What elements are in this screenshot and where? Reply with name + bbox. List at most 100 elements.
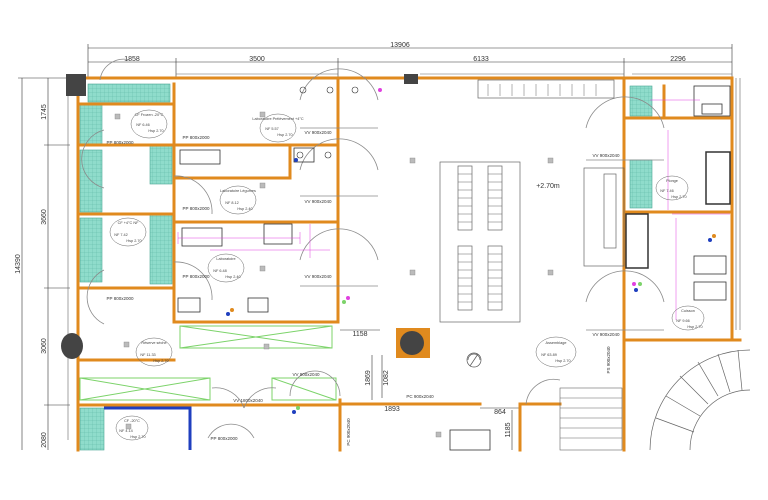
dim-top-1: 1858 — [124, 56, 140, 63]
svg-text:NF 9.66: NF 9.66 — [676, 319, 690, 323]
dim-864: 864 — [494, 409, 506, 416]
svg-text:Hsp 2.70: Hsp 2.70 — [277, 133, 292, 137]
dim-1158: 1158 — [352, 331, 367, 338]
label-pp-3: PP 800x2000 — [183, 206, 210, 211]
dimension-lines — [18, 44, 733, 450]
stair-rect — [559, 387, 623, 451]
detectors — [114, 111, 554, 438]
spiral-staircase — [649, 349, 751, 451]
svg-text:Laboratoire Prélèvement +4°C: Laboratoire Prélèvement +4°C — [252, 117, 303, 121]
svg-text:CF +4°C NF: CF +4°C NF — [118, 221, 140, 225]
svg-text:Réserve sèche: Réserve sèche — [141, 341, 166, 345]
worktop-green-3 — [271, 377, 337, 401]
blue-walls — [104, 406, 192, 450]
sink-unit — [693, 85, 731, 117]
room-label-assemblage: Assemblage NF 63.89 Hsp 2.70 — [535, 336, 577, 368]
dim-1082: 1082 — [383, 370, 390, 386]
cold-panel-4 — [149, 145, 173, 185]
svg-text:Hsp 2.70: Hsp 2.70 — [130, 435, 145, 439]
room-label-lab-1: Laboratoire Prélèvement +4°C NF 5.57 Hsp… — [252, 113, 304, 143]
label-pp-5: PP 800x2000 — [183, 274, 210, 279]
dim-left-2: 3660 — [41, 209, 48, 225]
door-swing-2 — [299, 138, 379, 171]
door-swing-13 — [207, 423, 255, 439]
door-swing-15 — [525, 378, 561, 405]
door-swing-9 — [173, 261, 213, 301]
dim-top-total: 13906 — [390, 42, 410, 49]
lab-machine — [263, 223, 293, 245]
door-swing-3 — [299, 228, 379, 261]
label-pc-1: PC 900x2040 — [406, 394, 434, 399]
cold-panel-3 — [79, 217, 103, 283]
lab-sink-1 — [177, 297, 201, 313]
worktops — [79, 325, 337, 401]
label-vv-1: VV 900x2040 — [304, 130, 332, 135]
stair-inner-arc — [689, 389, 751, 451]
label-vv-5: VV 900x2040 — [592, 332, 620, 337]
cold-panel-6 — [629, 85, 653, 117]
label-vv-2: VV 900x2040 — [304, 199, 332, 204]
central-tables — [439, 79, 625, 323]
lab-counter-1 — [179, 149, 221, 165]
door-swing-6 — [81, 129, 105, 189]
cold-panel-5 — [149, 213, 173, 285]
bottom-cabinet — [449, 429, 491, 451]
door-swing-10 — [211, 387, 245, 409]
svg-text:Hsp 2.70: Hsp 2.70 — [555, 359, 570, 363]
label-height-note: +2.70m — [536, 183, 560, 190]
dim-1893: 1893 — [384, 406, 400, 413]
label-pp-6: PP 800x2000 — [211, 436, 238, 441]
door-swing-7 — [86, 269, 105, 325]
door-swing-5 — [585, 270, 665, 303]
dim-1185: 1185 — [505, 422, 512, 437]
label-vv-3: VV 900x2040 — [304, 274, 332, 279]
side-counter — [583, 167, 625, 267]
svg-text:Plonge: Plonge — [666, 179, 678, 183]
lab-counter-2 — [293, 147, 315, 163]
cold-panel-8 — [79, 407, 105, 451]
cold-room-panels — [79, 83, 653, 451]
dim-left-4: 2080 — [41, 432, 48, 448]
svg-text:Hsp 2.40: Hsp 2.40 — [237, 207, 252, 211]
label-vv-6: VV 900x2040 — [292, 372, 320, 377]
column-center — [400, 331, 424, 355]
top-counter — [477, 79, 615, 99]
worktop-green-1 — [179, 325, 333, 349]
room-label-plonge: Plonge NF 7.46 Hsp 2.70 — [655, 175, 689, 201]
dim-left-total: 14390 — [15, 254, 22, 274]
door-swing-4 — [585, 96, 665, 129]
svg-text:Hsp 2.70: Hsp 2.70 — [687, 325, 702, 329]
svg-text:Assemblage: Assemblage — [546, 341, 567, 345]
fan-symbol — [466, 352, 482, 368]
fixtures — [226, 86, 716, 414]
cold-panel-7 — [629, 159, 653, 209]
door-labels: VV 900x2040 VV 900x2040 VV 900x2040 VV 9… — [107, 130, 620, 446]
dim-left-3: 3060 — [41, 338, 48, 354]
svg-text:NF 4.14: NF 4.14 — [119, 429, 133, 433]
door-swings — [81, 58, 665, 439]
oven-unit — [625, 213, 649, 269]
room-labels: CF Frozen -20°C NF 6.46 Hsp 2.70 Laborat… — [109, 109, 705, 441]
columns — [61, 74, 430, 359]
column-top-mid — [404, 74, 418, 84]
svg-text:NF 5.57: NF 5.57 — [265, 127, 279, 131]
lab-sink-2 — [247, 297, 269, 313]
cold-panel-1 — [79, 103, 103, 145]
label-vv-8: VV 1800x2040 — [233, 398, 263, 403]
door-swing-12 — [289, 370, 341, 397]
svg-text:NF 63.89: NF 63.89 — [541, 353, 557, 357]
door-swing-1 — [299, 68, 379, 101]
dimension-texts: 13906 1858 3500 6133 2296 14390 1745 366… — [15, 42, 686, 448]
svg-text:NF 6.46: NF 6.46 — [136, 123, 150, 127]
lab-bench — [181, 227, 223, 247]
room-label-cuisson: Cuisson NF 9.66 Hsp 2.70 — [671, 305, 705, 331]
equipment — [177, 85, 731, 451]
svg-text:Hsp 2.70: Hsp 2.70 — [126, 239, 141, 243]
central-table-outline — [439, 161, 521, 323]
svg-text:Laboratoire: Laboratoire — [216, 257, 235, 261]
label-pc-2: PC 900x2040 — [346, 418, 351, 446]
room-label-cf-freezer: CF Frozen -20°C NF 6.46 Hsp 2.70 — [130, 109, 168, 139]
dim-top-3: 6133 — [473, 56, 489, 63]
cooker-2 — [693, 281, 727, 301]
